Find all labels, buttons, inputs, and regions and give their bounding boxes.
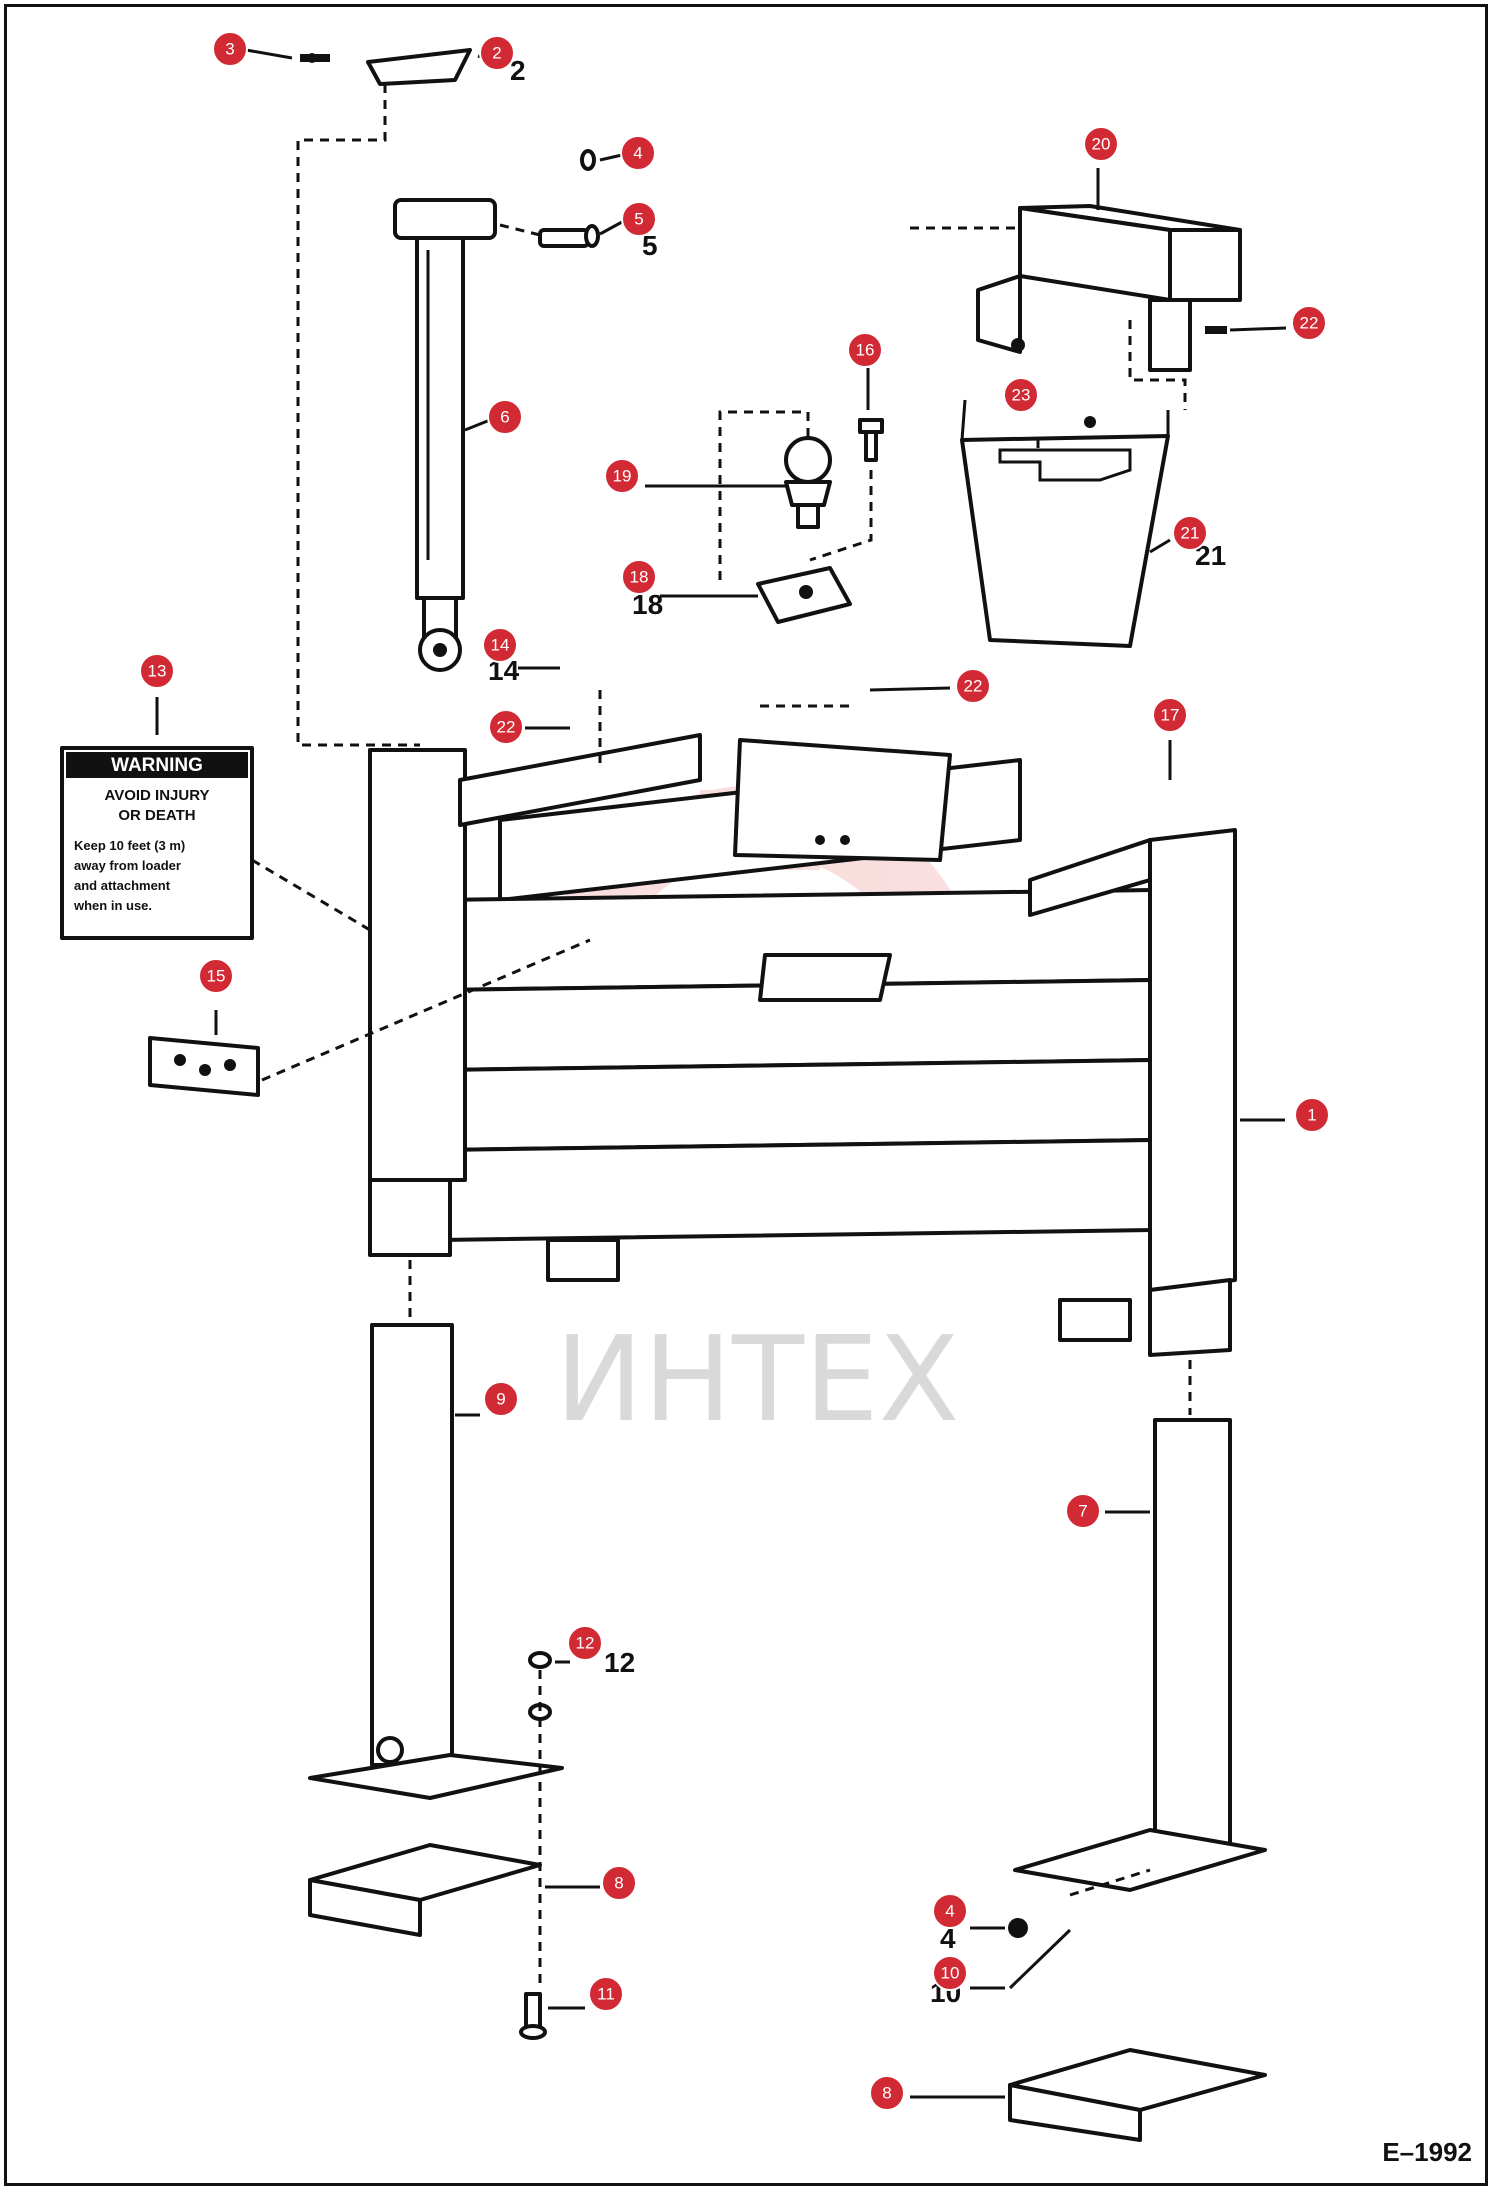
warning-title-1: AVOID INJURY <box>104 787 209 804</box>
callout-23: 23 <box>1003 377 1039 413</box>
svg-text:5: 5 <box>634 210 643 229</box>
svg-text:7: 7 <box>1078 1502 1087 1521</box>
bucket-21 <box>960 399 1170 648</box>
svg-text:17: 17 <box>1161 706 1180 725</box>
printed-number-4: 4 <box>940 1923 956 1954</box>
svg-text:11: 11 <box>597 1985 615 2004</box>
warning-header: WARNING <box>111 755 203 776</box>
callout-22-mid: 22 <box>488 709 524 745</box>
main-frame-1 <box>368 733 1237 1357</box>
svg-text:19: 19 <box>613 467 632 486</box>
callout-10: 10 <box>932 1955 968 1991</box>
svg-text:10: 10 <box>941 1964 960 1983</box>
svg-text:20: 20 <box>1092 135 1111 154</box>
callout-11: 11 <box>588 1976 624 2012</box>
svg-text:3: 3 <box>225 40 234 59</box>
callout-markers: 3 2 4 5 6 20 22 16 23 19 21 18 13 14 22 … <box>139 31 1330 2111</box>
callout-9: 9 <box>483 1381 519 1417</box>
callout-17: 17 <box>1152 697 1188 733</box>
warning-body-4: when in use. <box>73 898 152 913</box>
svg-text:4: 4 <box>945 1902 954 1921</box>
diagram-border <box>4 4 1488 2186</box>
svg-text:14: 14 <box>491 636 510 655</box>
callout-8-left: 8 <box>601 1865 637 1901</box>
hydraulic-cylinder-6 <box>393 198 497 672</box>
callout-19: 19 <box>604 458 640 494</box>
svg-text:18: 18 <box>630 568 649 587</box>
svg-text:9: 9 <box>496 1390 505 1409</box>
printed-number-2: 2 <box>510 55 526 86</box>
bolt-16 <box>809 418 884 562</box>
hinge-plate-2 <box>300 48 472 86</box>
hitch-ball-19 <box>718 410 832 580</box>
left-leg-9 <box>308 1323 564 1800</box>
printed-number-12: 12 <box>604 1647 635 1678</box>
warning-decal-13: WARNING AVOID INJURY OR DEATH Keep 10 fe… <box>60 746 371 940</box>
svg-text:23: 23 <box>1012 386 1031 405</box>
callout-13: 13 <box>139 653 175 689</box>
foot-pad-8a <box>308 1843 542 1937</box>
leader-lines <box>155 48 1287 2099</box>
warning-body-1: Keep 10 feet (3 m) <box>74 838 185 853</box>
watermark-text: ИНТЕХ <box>555 1310 959 1448</box>
washers-12 <box>528 1651 552 1990</box>
plate-18 <box>756 566 852 624</box>
svg-text:22: 22 <box>964 677 983 696</box>
svg-text:1: 1 <box>1307 1106 1316 1125</box>
svg-text:8: 8 <box>882 2084 891 2103</box>
svg-text:16: 16 <box>856 341 875 360</box>
pin-10 <box>1008 1918 1072 1990</box>
pin-5 <box>499 149 600 248</box>
callout-16: 16 <box>847 332 883 368</box>
callout-5: 5 <box>621 201 657 237</box>
callout-14: 14 <box>482 627 518 663</box>
svg-text:4: 4 <box>633 144 642 163</box>
callout-7: 7 <box>1065 1493 1101 1529</box>
svg-text:21: 21 <box>1181 524 1200 543</box>
bolt-11 <box>519 1992 547 2040</box>
callout-15: 15 <box>198 958 234 994</box>
foot-pad-8b <box>1008 2048 1267 2142</box>
svg-text:2: 2 <box>492 44 501 63</box>
warning-body-2: away from loader <box>74 858 181 873</box>
svg-text:22: 22 <box>497 718 516 737</box>
drawing-code: E–1992 <box>1382 2137 1472 2167</box>
callout-12: 12 <box>567 1625 603 1661</box>
callout-22-right: 22 <box>955 668 991 704</box>
callout-1: 1 <box>1294 1097 1330 1133</box>
callout-21: 21 <box>1172 515 1208 551</box>
svg-text:15: 15 <box>207 967 226 986</box>
callout-8-right: 8 <box>869 2075 905 2111</box>
decal-15 <box>148 938 591 1097</box>
callout-4-top: 4 <box>620 135 656 171</box>
warning-title-2: OR DEATH <box>118 807 195 824</box>
callout-20: 20 <box>1083 126 1119 162</box>
callout-18: 18 <box>621 559 657 595</box>
svg-text:6: 6 <box>500 408 509 427</box>
svg-text:22: 22 <box>1300 314 1319 333</box>
right-leg-7 <box>1013 1418 1267 1897</box>
callout-2: 2 <box>479 35 515 71</box>
callout-6: 6 <box>487 399 523 435</box>
callout-4-bottom: 4 <box>932 1893 968 1929</box>
callout-3: 3 <box>212 31 248 67</box>
svg-text:13: 13 <box>148 662 167 681</box>
svg-text:12: 12 <box>576 1634 595 1653</box>
svg-text:8: 8 <box>614 1874 623 1893</box>
guard-20 <box>910 204 1242 410</box>
callout-22-top: 22 <box>1291 305 1327 341</box>
printed-number-5: 5 <box>642 230 658 261</box>
warning-body-3: and attachment <box>74 878 171 893</box>
